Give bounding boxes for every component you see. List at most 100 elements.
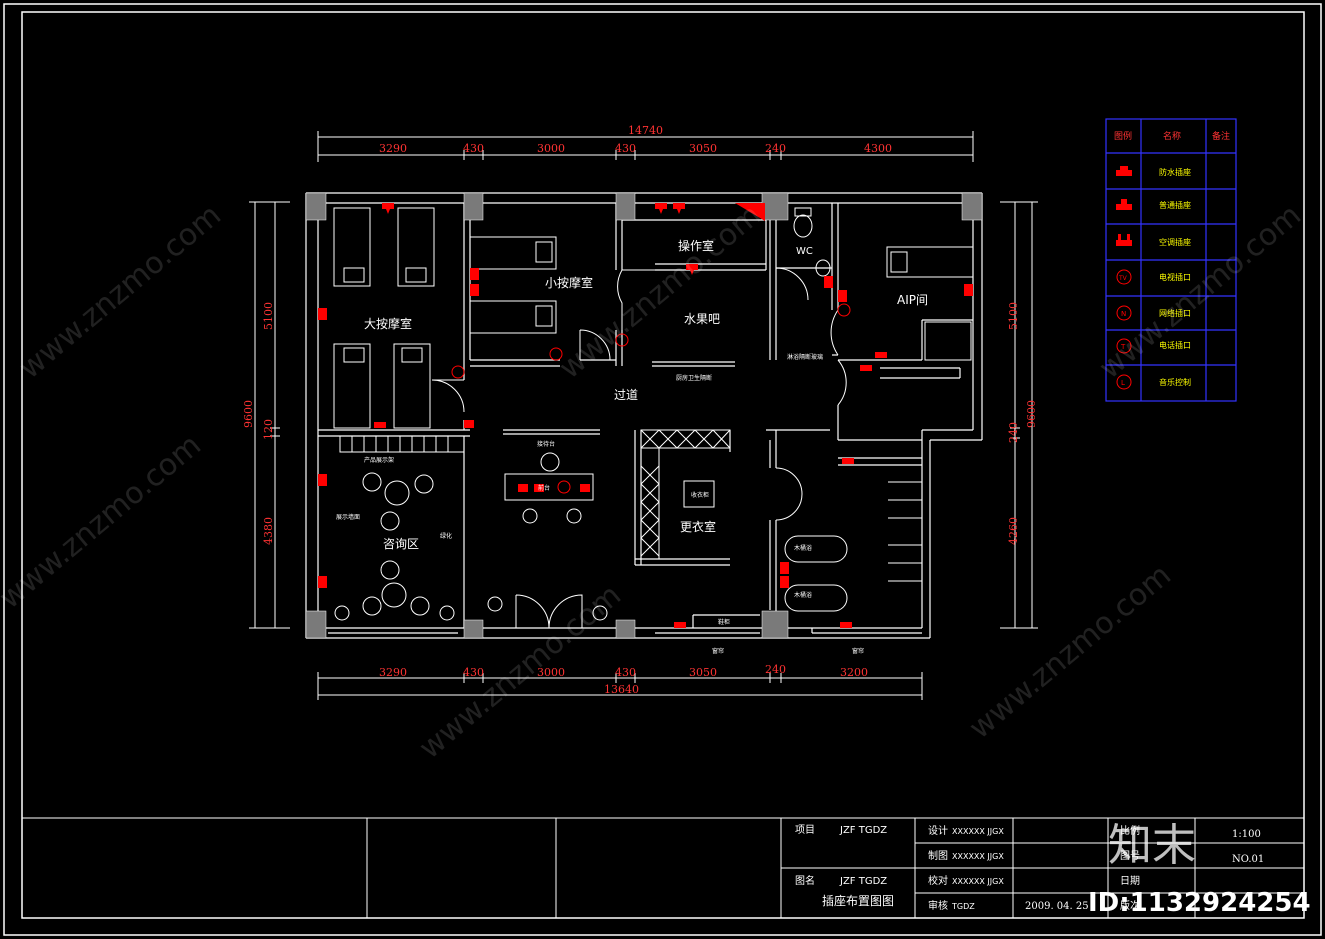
sheet-inner-frame — [21, 11, 1305, 919]
legend-item-music: 音乐控制 — [1159, 377, 1191, 387]
dim-top-7: 4300 — [864, 142, 892, 155]
legend-item-phone: 电话插口 — [1159, 340, 1191, 350]
legend-names: 防水插座 普通插座 空调插座 电视插口 网络插口 电话插口 音乐控制 — [1159, 167, 1191, 387]
brand-logo: 知末 ID:1132924254 — [1088, 820, 1311, 918]
watermark-site-4: www.znzmo.com — [553, 198, 768, 387]
socket-ac-icon — [1116, 234, 1132, 246]
dim-bottom-1: 3290 — [379, 666, 407, 679]
legend-item-tv: 电视插口 — [1159, 272, 1191, 282]
network-outlet-icon: N — [1116, 305, 1132, 321]
image-id-text: ID:1132924254 — [1088, 888, 1311, 918]
dim-bottom-6: 240 — [765, 663, 786, 676]
date-label: 日期 — [1120, 875, 1140, 887]
drafter-value: XXXXXX JJGX — [952, 852, 1004, 861]
scale-label: 比例 — [1120, 824, 1140, 837]
legend-header-symbol: 图例 — [1114, 130, 1132, 142]
dim-top-2: 430 — [463, 142, 484, 155]
legend-symbols: TV N T L — [1116, 166, 1132, 390]
note-reception: 前台 — [538, 484, 550, 492]
reviewer-value: TGDZ — [951, 902, 975, 911]
tv-outlet-mark: TV — [1118, 275, 1128, 282]
legend-header-name: 名称 — [1163, 130, 1181, 142]
checker-label: 校对 — [928, 874, 948, 887]
title-block-text: 项目 JZF TGDZ 图名 JZF TGDZ 插座布置图图 设计 制图 校对 … — [795, 824, 1264, 912]
note-display-shelf: 产品展示架 — [364, 456, 394, 464]
title-block — [22, 817, 1304, 918]
note-counter: 接待台 — [537, 440, 555, 448]
dim-top-3: 3000 — [537, 142, 565, 155]
dim-bottom-total: 13640 — [604, 683, 639, 696]
legend-item-network: 网络插口 — [1159, 308, 1191, 318]
room-big-massage: 大按摩室 — [364, 316, 412, 331]
dimension-text: 14740 3290 430 3000 430 3050 240 4300 32… — [242, 124, 1038, 696]
watermarks: www.znzmo.com www.znzmo.com www.znzmo.co… — [0, 198, 1308, 767]
version-label: 版次 — [1120, 899, 1140, 912]
legend-header: 图例 名称 备注 — [1114, 130, 1230, 142]
dim-right-3: 4260 — [1007, 517, 1020, 545]
legend-item-ac: 空调插座 — [1159, 237, 1191, 247]
number-value: NO.01 — [1232, 854, 1264, 865]
note-display-wall: 展示墙面 — [336, 513, 360, 521]
drafter-label: 制图 — [928, 849, 948, 862]
dim-bottom-2: 430 — [463, 666, 484, 679]
drawing-name-value: JZF TGDZ — [839, 876, 887, 887]
dim-top-4: 430 — [615, 142, 636, 155]
note-locker-box: 收衣柜 — [691, 491, 709, 499]
note-wash: 淋浴隔断玻璃 — [787, 353, 823, 361]
project-label: 项目 — [795, 824, 815, 836]
legend-item-standard: 普通插座 — [1159, 200, 1191, 210]
tv-outlet-icon: TV — [1116, 269, 1132, 285]
note-partition: 厨房卫生隔断 — [676, 374, 712, 382]
legend-header-note: 备注 — [1212, 130, 1230, 142]
room-wc: WC — [796, 246, 813, 257]
phone-outlet-icon: T — [1116, 338, 1132, 354]
phone-outlet-mark: T — [1120, 343, 1126, 351]
outlet-circle-symbols — [451, 303, 851, 494]
socket-standard-icon — [1116, 199, 1132, 210]
dim-bottom-4: 430 — [615, 666, 636, 679]
dim-top-total: 14740 — [628, 124, 663, 137]
dim-top-5: 3050 — [689, 142, 717, 155]
room-operation: 操作室 — [678, 238, 714, 253]
legend-item-waterproof: 防水插座 — [1159, 167, 1191, 177]
dim-left-1: 5100 — [262, 302, 275, 330]
room-small-massage: 小按摩室 — [545, 275, 593, 290]
note-window-1: 窗帘 — [712, 647, 724, 655]
watermark-site-5: www.znzmo.com — [963, 558, 1178, 747]
doors — [431, 267, 847, 629]
room-fruit-bar: 水果吧 — [684, 312, 720, 326]
structural-columns — [305, 192, 983, 639]
dim-top-1: 3290 — [379, 142, 407, 155]
dim-bottom-5: 3050 — [689, 666, 717, 679]
annotation-notes: 产品展示架 展示墙面 接待台 前台 厨房卫生隔断 鞋柜 木桶浴 木桶浴 收衣柜 … — [336, 353, 864, 655]
music-control-icon: L — [1116, 374, 1132, 390]
dim-right-total: 9600 — [1025, 400, 1038, 428]
dim-left-2: 120 — [262, 419, 275, 440]
drawing-title: 插座布置图图 — [822, 893, 894, 908]
dim-left-3: 4380 — [262, 517, 275, 545]
socket-waterproof-icon — [1116, 166, 1132, 176]
network-outlet-mark: N — [1121, 310, 1126, 318]
number-label: 图号 — [1120, 850, 1140, 862]
room-labels: 大按摩室 小按摩室 操作室 水果吧 WC AIP间 过道 咨询区 更衣室 — [364, 238, 928, 551]
note-tub-1: 木桶浴 — [794, 544, 812, 552]
note-tub-2: 木桶浴 — [794, 591, 812, 599]
watermark-site-6: www.znzmo.com — [1093, 198, 1308, 387]
designer-label: 设计 — [928, 824, 948, 837]
dim-left-total: 9600 — [242, 400, 255, 428]
dim-bottom-7: 3200 — [840, 666, 868, 679]
room-consult: 咨询区 — [383, 536, 419, 551]
drawing-date: 2009. 04. 25 — [1025, 901, 1089, 912]
watermark-site-2: www.znzmo.com — [0, 428, 208, 617]
note-window-2: 窗帘 — [852, 647, 864, 655]
watermark-site-1: www.znzmo.com — [13, 198, 228, 387]
drawing-name-label: 图名 — [795, 874, 815, 887]
designer-value: XXXXXX JJGX — [952, 827, 1004, 836]
furniture — [333, 207, 974, 621]
sheet-outer-frame — [3, 3, 1322, 936]
dim-right-2: 240 — [1007, 422, 1020, 443]
project-value: JZF TGDZ — [839, 825, 887, 836]
socket-symbols — [318, 203, 973, 628]
dimension-lines — [249, 131, 1038, 700]
